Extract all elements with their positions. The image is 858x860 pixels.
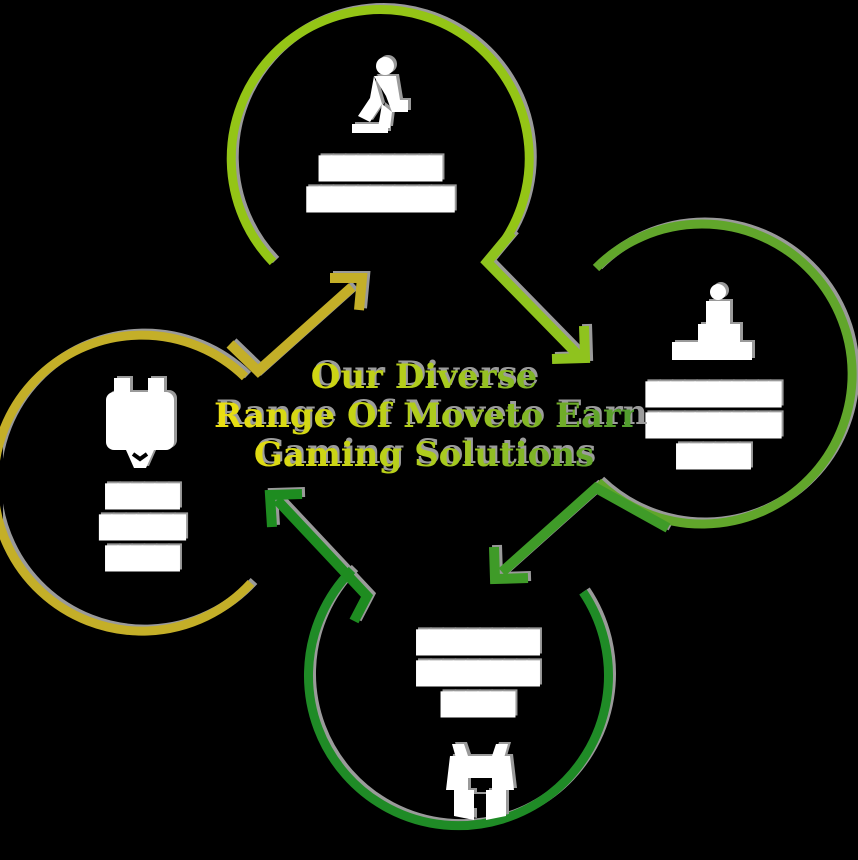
arrow-left-to-top xyxy=(226,273,368,378)
redacted-text-line: ███████████ xyxy=(645,383,782,408)
gamepad-icon xyxy=(446,744,514,820)
title-line: Range Of Moveto Earn xyxy=(214,396,646,436)
redacted-text-line: ██████ xyxy=(105,485,179,510)
redacted-text-line: ██████████ xyxy=(416,662,539,687)
diagram-title-shadow: Our Diverse Range Of Moveto Earn Gaming … xyxy=(216,355,648,472)
top-node-label: ██████████ ████████████ xyxy=(270,154,490,216)
arrow-bottom-to-left xyxy=(264,489,374,624)
title-line: Gaming Solutions xyxy=(253,435,595,475)
redacted-text-line: ██████████ xyxy=(318,157,442,182)
right-circle-outline xyxy=(592,219,857,529)
arrowhead-up-right xyxy=(330,273,368,311)
left-node-label: ██████ ███████ ██████ xyxy=(42,482,242,575)
redacted-text-line: ███████████ xyxy=(645,414,782,439)
redacted-text-line: ██████ xyxy=(440,693,515,718)
title-line: Our Diverse xyxy=(310,357,538,397)
winner-podium-icon xyxy=(672,284,752,360)
redacted-text-line: ██████████ xyxy=(416,631,539,656)
redacted-text-line: ███████ xyxy=(99,516,186,541)
arrowhead-down-left xyxy=(489,546,529,585)
redacted-text-line: ████████████ xyxy=(306,188,455,213)
top-circle-outline xyxy=(226,5,534,266)
runner-icon xyxy=(352,57,408,133)
arrow-top-to-right xyxy=(480,228,591,364)
left-circle-outline xyxy=(0,330,255,636)
arrowhead-up-left xyxy=(264,489,303,528)
bottom-circle-outline xyxy=(304,566,613,831)
arrowhead-down-right xyxy=(551,325,591,364)
bottom-node-label: ██████████ ██████████ ██████ xyxy=(370,626,585,719)
diagram-title-text: Our Diverse Range Of Moveto Earn Gaming … xyxy=(214,358,634,475)
right-node-label: ███████████ ███████████ ██████ xyxy=(598,380,828,473)
arrow-right-to-bottom xyxy=(489,481,671,585)
redacted-text-line: ██████ xyxy=(105,547,179,572)
redacted-text-line: ██████ xyxy=(676,445,750,470)
smartwatch-icon xyxy=(106,378,174,468)
